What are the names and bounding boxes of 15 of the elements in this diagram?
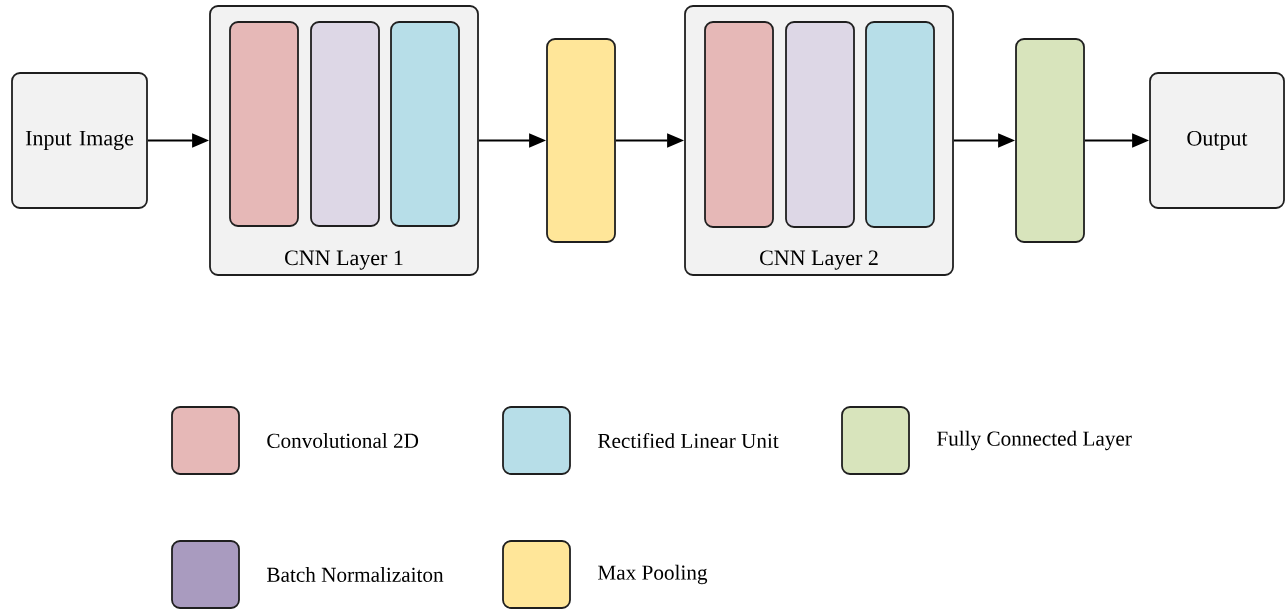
layer-block <box>1015 38 1085 243</box>
layer-block <box>865 21 935 228</box>
layer-block <box>390 21 460 227</box>
legend-label: Fully Connected Layer <box>937 430 1132 451</box>
input-box: Input Image <box>11 72 148 209</box>
output-box: Output <box>1149 72 1285 209</box>
legend-label: Rectified Linear Unit <box>598 432 779 449</box>
layer-block <box>310 21 380 227</box>
legend-label: Batch Normalizaiton <box>267 567 444 582</box>
layer-block <box>546 38 616 243</box>
layer-block <box>229 21 299 227</box>
layer-block <box>785 21 855 228</box>
legend-label: Max Pooling <box>598 564 708 585</box>
layer-block <box>704 21 774 228</box>
legend-label: Convolutional 2D <box>267 433 419 448</box>
